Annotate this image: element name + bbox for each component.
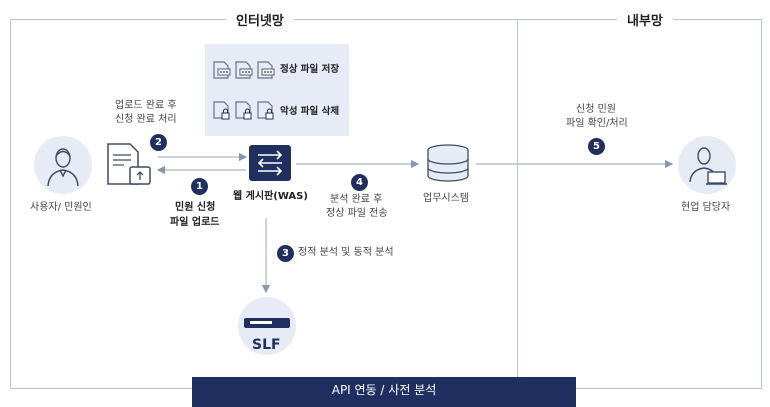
step1-line2: 파일 업로드 xyxy=(170,217,220,228)
was-label: 웹 게시판(WAS) xyxy=(233,191,308,202)
database-icon xyxy=(427,144,469,182)
step2-line2: 신청 완료 처리 xyxy=(115,114,177,125)
internal-zone-title: 내부망 xyxy=(617,10,673,29)
step5-line2: 파일 확인/처리 xyxy=(566,118,628,129)
step2-badge: 2 xyxy=(150,134,167,151)
step5-line1: 신청 민원 xyxy=(576,104,616,115)
step2-line1: 업로드 완료 후 xyxy=(115,100,177,111)
step4-badge: 4 xyxy=(351,174,368,191)
malicious-file-icon xyxy=(213,101,274,120)
business-system-label: 업무시스템 xyxy=(423,193,469,204)
step1-badge: 1 xyxy=(191,178,208,195)
was-icon xyxy=(249,145,291,181)
step4-line1: 분석 완료 후 xyxy=(330,194,383,205)
upload-document-icon xyxy=(107,143,151,185)
slf-label: SLF xyxy=(252,337,281,353)
malicious-file-delete-label: 악성 파일 삭제 xyxy=(280,106,340,117)
transfer-icon xyxy=(257,150,283,176)
person-icon xyxy=(47,148,79,187)
normal-file-save-label: 정상 파일 저장 xyxy=(280,64,340,75)
step4-line2: 정상 파일 전송 xyxy=(326,208,388,219)
officer-label: 현업 담당자 xyxy=(681,202,731,213)
slf-server-icon xyxy=(244,318,290,328)
storage-result-box: 정상 파일 저장 악성 파일 삭제 xyxy=(205,44,349,136)
step1-line1: 민원 신청 xyxy=(175,202,216,213)
step3-badge: 3 xyxy=(277,245,294,262)
internet-zone-title: 인터넷망 xyxy=(226,10,294,29)
step3-label: 정적 분석 및 동적 분석 xyxy=(298,247,394,258)
api-bottom-bar: API 연동 / 사전 분석 xyxy=(192,377,576,407)
user-label: 사용자/ 민원인 xyxy=(30,202,92,213)
user-avatar xyxy=(34,136,92,194)
normal-file-icon xyxy=(213,61,275,79)
person-laptop-icon xyxy=(689,147,727,185)
step5-badge: 5 xyxy=(588,138,605,155)
officer-avatar xyxy=(678,136,736,194)
